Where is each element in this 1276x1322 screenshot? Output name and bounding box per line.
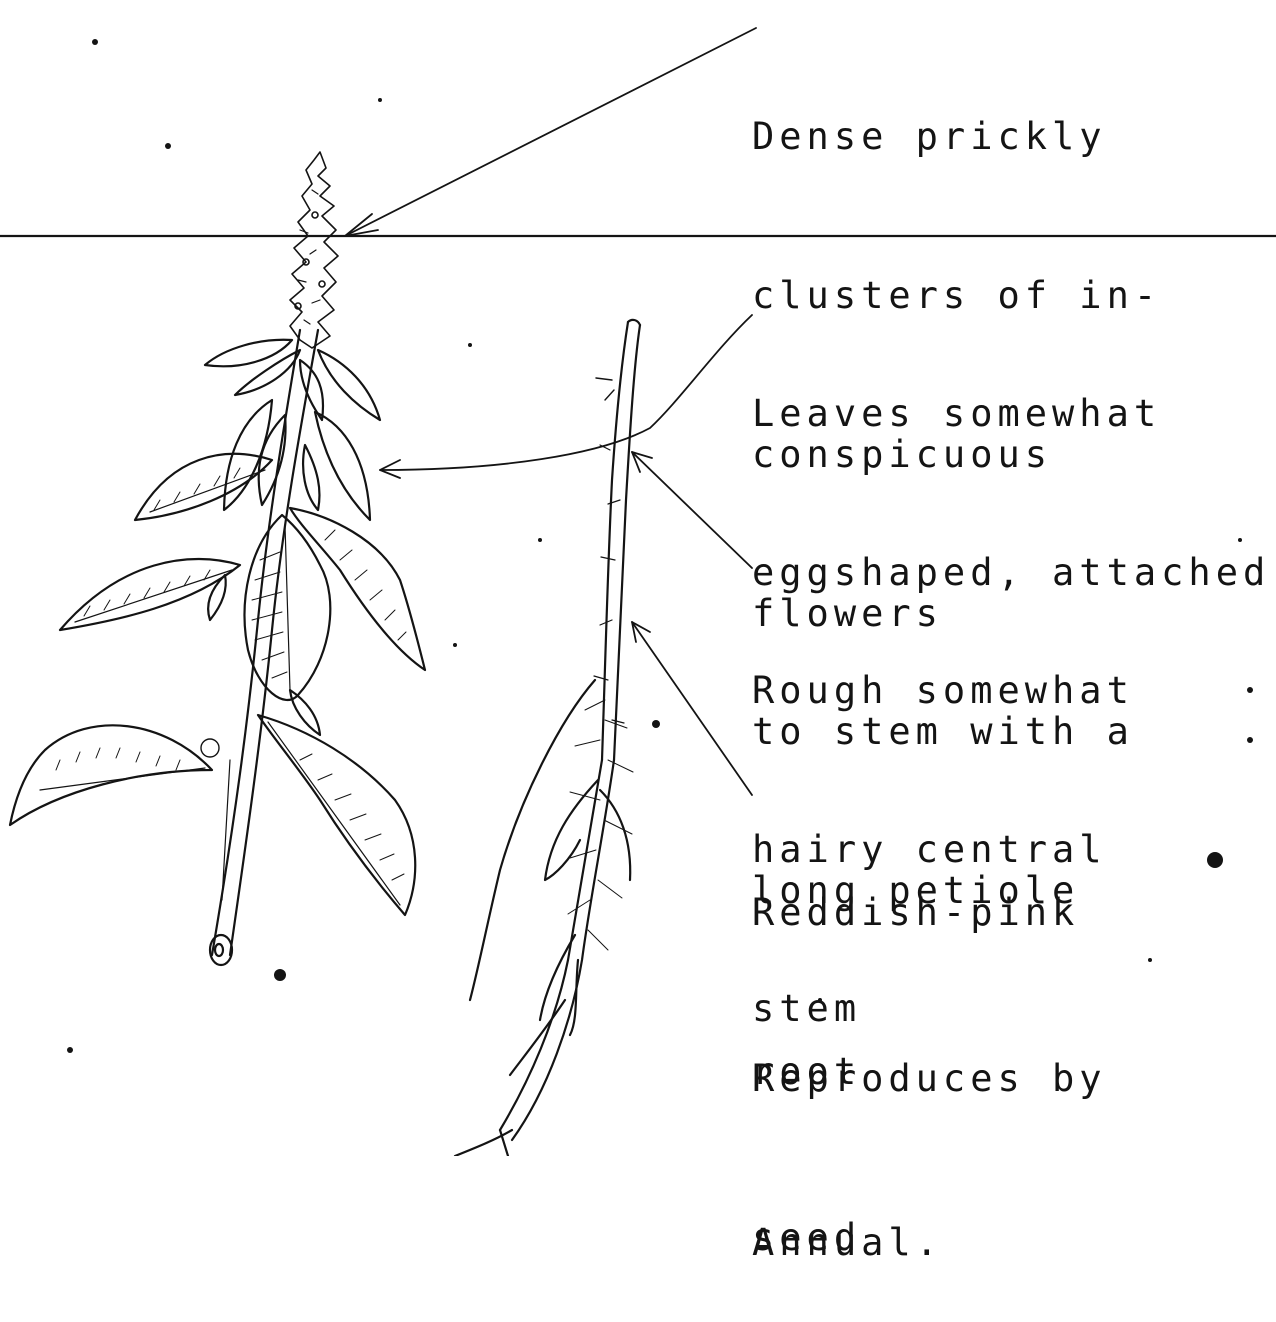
seedling-root	[455, 680, 633, 1156]
leaf-veins	[56, 468, 406, 880]
plant-leaves	[10, 340, 425, 915]
label-reproduction-line-1: Reproduces by	[752, 1052, 1107, 1105]
plant-stem	[210, 330, 318, 965]
label-stem-line-1: Rough somewhat	[752, 664, 1134, 717]
pointer-leaves	[380, 315, 752, 470]
pointer-root	[632, 622, 752, 795]
pointer-leaves-head	[380, 460, 400, 478]
label-flowers-line-1: Dense prickly	[752, 110, 1161, 163]
label-root-line-1: Reddish-pink	[752, 886, 1079, 939]
label-lifecycle: Annual.	[752, 1110, 943, 1322]
label-leaves-line-1: Leaves somewhat	[752, 387, 1270, 440]
pointer-flowers	[345, 28, 756, 236]
pointer-flowers-head	[345, 214, 378, 236]
seedling-stem	[594, 320, 640, 760]
flower-spike	[290, 152, 338, 348]
pointer-stem	[632, 452, 752, 568]
pointer-lines	[345, 28, 756, 795]
label-lifecycle-line-1: Annual.	[752, 1216, 943, 1269]
